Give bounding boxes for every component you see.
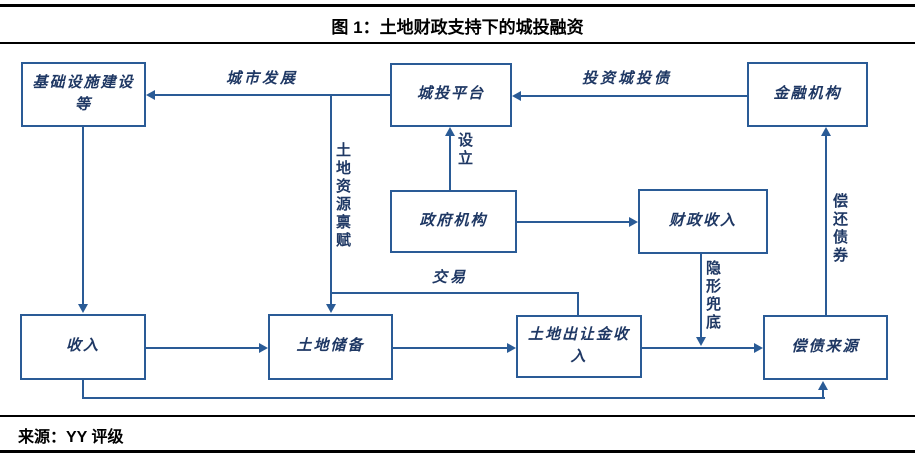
edge-invest-bonds-arrowhead <box>512 91 521 101</box>
node-land-reserve: 土地储备 <box>268 314 393 380</box>
edge-implicit-backstop-line <box>700 254 702 337</box>
edge-income-to-reserve-arrowhead <box>259 343 268 353</box>
figure-title: 图 1：土地财政支持下的城投融资 <box>331 18 584 37</box>
edge-invest-bonds-label: 投资城投债 <box>581 71 672 87</box>
edge-invest-bonds-line <box>520 95 747 97</box>
edge-repay-bonds-line <box>825 136 827 315</box>
edge-urban-development-line <box>154 94 390 96</box>
rule-under-title <box>0 42 915 44</box>
edge-reserve-to-sale-arrowhead <box>507 343 516 353</box>
edge-transaction-label: 交易 <box>431 270 468 286</box>
edge-implicit-backstop-arrowhead <box>696 337 706 346</box>
edge-transaction-line-h <box>330 292 579 294</box>
edge-gov-to-fiscal-arrowhead <box>629 217 638 227</box>
edge-urban-development-arrowhead <box>146 90 155 100</box>
rule-top <box>0 4 915 7</box>
edge-establish-arrowhead <box>445 127 455 136</box>
rule-bottom <box>0 450 915 453</box>
edge-sale-to-repay-arrowhead <box>754 343 763 353</box>
node-infrastructure: 基础设施建设等 <box>21 62 146 127</box>
figure-source: 来源：YY 评级 <box>18 429 124 446</box>
node-debt-repayment-source: 偿债来源 <box>763 315 888 380</box>
edge-urban-development-label: 城市发展 <box>225 71 298 87</box>
edge-bottom-route-line-v2 <box>822 389 824 398</box>
edge-land-endowment-arrowhead <box>326 304 336 313</box>
edge-bottom-route-line-v1 <box>82 380 84 399</box>
edge-sale-to-repay-line <box>642 347 754 349</box>
edge-gov-to-fiscal-line <box>517 221 629 223</box>
edge-establish-line <box>449 136 451 190</box>
node-government-agency: 政府机构 <box>390 190 517 253</box>
edge-repay-bonds-arrowhead <box>821 127 831 136</box>
edge-bottom-route-arrowhead <box>818 381 828 390</box>
edge-establish-label: 设立 <box>456 132 472 168</box>
edge-transaction-line-v <box>577 292 579 315</box>
edge-bottom-route-line-h <box>82 397 825 399</box>
node-income: 收入 <box>20 314 146 380</box>
edge-reserve-to-sale-line <box>393 347 507 349</box>
edge-implicit-backstop-label: 隐形兜底 <box>704 260 720 332</box>
node-financial-institution: 金融机构 <box>747 62 868 127</box>
edge-infra-to-income-arrowhead <box>78 304 88 313</box>
edge-repay-bonds-label: 偿还债券 <box>831 193 847 265</box>
rule-above-source <box>0 415 915 417</box>
node-land-sale-income: 土地出让金收入 <box>516 315 642 378</box>
node-fiscal-revenue: 财政收入 <box>638 189 768 254</box>
edge-land-endowment-label: 土地资源禀赋 <box>334 142 350 250</box>
edge-infra-to-income-line <box>82 127 84 304</box>
edge-land-endowment-line <box>330 94 332 304</box>
edge-income-to-reserve-line <box>146 347 259 349</box>
node-chengtou-platform: 城投平台 <box>390 63 512 127</box>
